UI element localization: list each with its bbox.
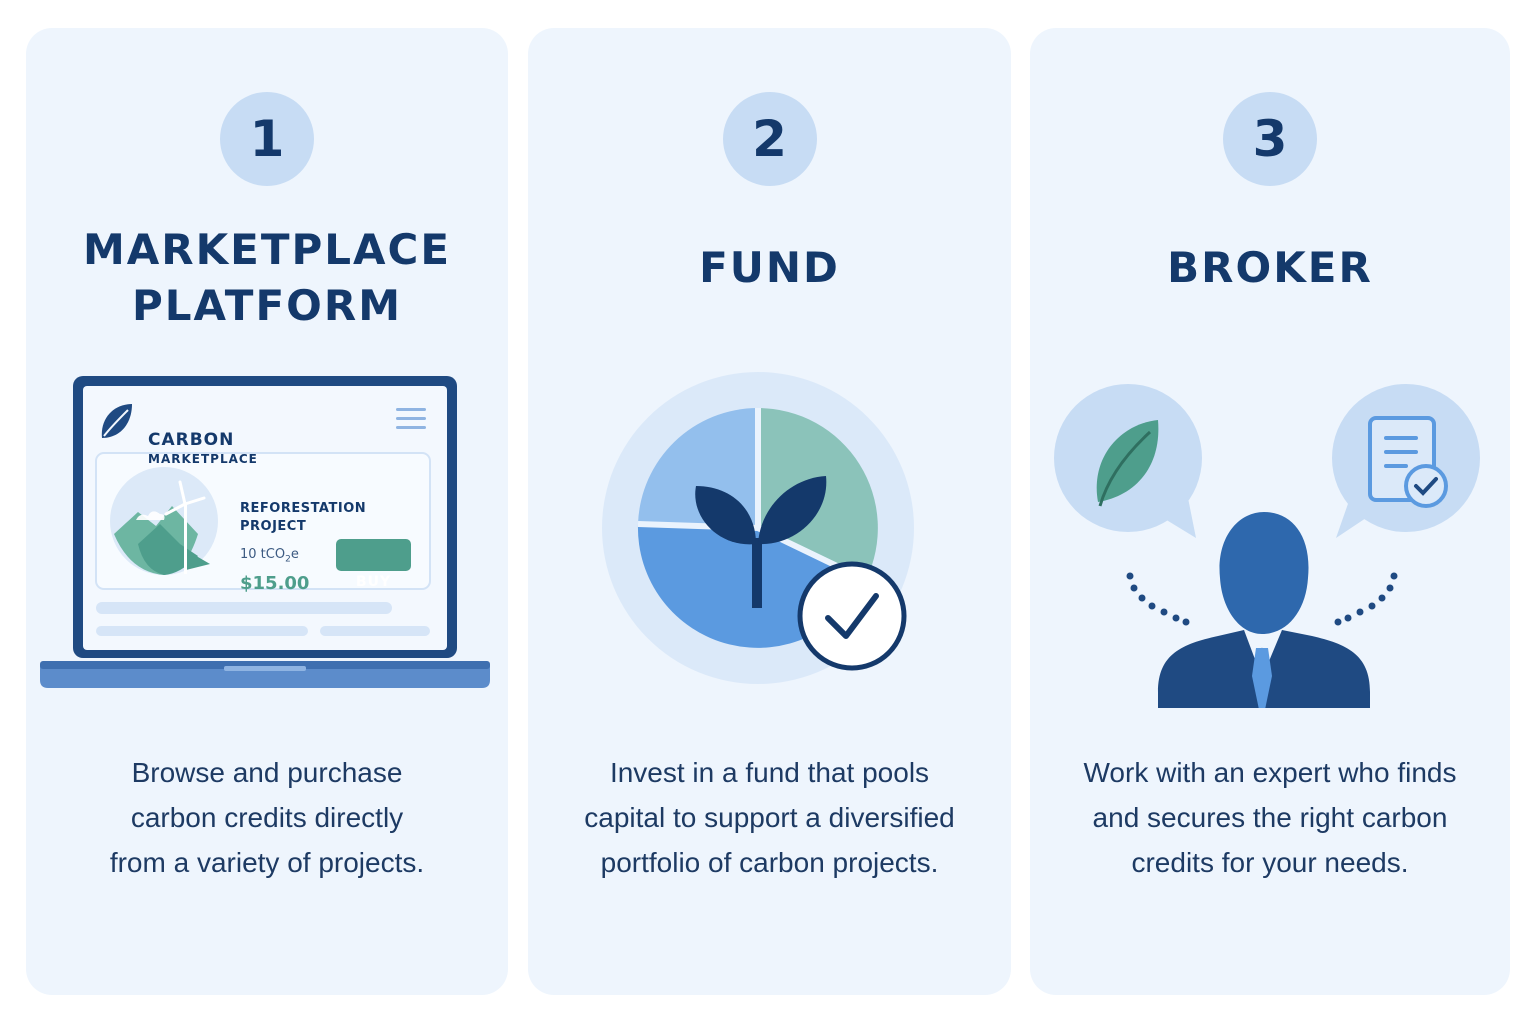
listing-price: $15.00 (240, 573, 310, 594)
listing-quantity: 10 tCO2e (240, 547, 299, 565)
description-line: and secures the right carbon (1092, 802, 1448, 833)
card-marketplace-platform: 1 MARKETPLACE PLATFORM (26, 28, 508, 995)
description-line: credits for your needs. (1131, 847, 1409, 878)
card-title: MARKETPLACE PLATFORM (26, 222, 508, 334)
card-description: Invest in a fund that pools capital to s… (538, 750, 1001, 885)
description-line: portfolio of carbon projects. (600, 847, 939, 878)
card-title-line: BROKER (1167, 243, 1373, 292)
description-line: carbon credits directly (130, 802, 404, 833)
card-description: Browse and purchase carbon credits direc… (36, 750, 498, 885)
card-title-line: MARKETPLACE (82, 225, 452, 274)
broker-person-icon (1050, 378, 1490, 728)
card-broker: 3 BROKER (1030, 28, 1510, 995)
description-line: capital to support a diversified (584, 802, 955, 833)
laptop-brand-name: CARBON (148, 430, 235, 450)
card-title-line: FUND (699, 243, 840, 292)
listing-quantity-suffix: e (290, 547, 299, 562)
card-description: Work with an expert who finds and secure… (1040, 750, 1500, 885)
laptop-brand-subtitle: MARKETPLACE (148, 452, 258, 466)
buy-button[interactable]: BUY (355, 574, 392, 590)
card-title-line: PLATFORM (132, 281, 402, 330)
listing-quantity-subscript: 2 (285, 554, 291, 565)
description-line: Work with an expert who finds (1083, 757, 1457, 788)
description-line: from a variety of projects. (109, 847, 425, 878)
card-title: BROKER (1030, 240, 1510, 296)
listing-title: PROJECT (240, 519, 307, 534)
broker-illustration (1054, 384, 1480, 728)
listing-quantity-value: 10 tCO (240, 547, 286, 562)
description-line: Invest in a fund that pools (609, 757, 930, 788)
laptop-marketplace-icon: CARBON MARKETPLACE REFORESTATION PROJECT… (40, 374, 490, 690)
fund-illustration (602, 372, 914, 684)
step-number-badge: 2 (722, 92, 817, 186)
description-line: Browse and purchase (131, 757, 403, 788)
step-number-badge: 3 (1223, 92, 1317, 186)
step-number-badge: 1 (220, 92, 314, 186)
pie-chart-sprout-check-icon (600, 368, 916, 688)
laptop-illustration (40, 376, 490, 688)
card-fund: 2 FUND Invest in a fund that pools capit… (528, 28, 1011, 995)
listing-title: REFORESTATION (240, 501, 367, 516)
card-title: FUND (528, 240, 1011, 296)
